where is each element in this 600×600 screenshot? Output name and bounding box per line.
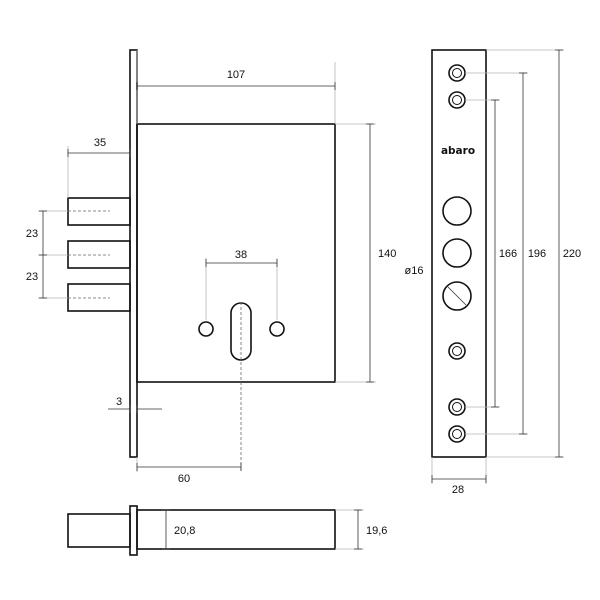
side-body — [136, 509, 336, 550]
label-body-width: 107 — [227, 69, 245, 81]
label-bolt-section: 20,8 — [174, 525, 195, 537]
dim-bolt-section: 20,8 — [162, 509, 195, 550]
faceplate-front — [431, 49, 487, 458]
dim-body-width: 107 — [136, 50, 336, 124]
label-body-height: 140 — [378, 248, 396, 260]
dim-body-height: 140 — [335, 123, 396, 383]
bolt-hole-middle — [442, 238, 472, 268]
label-faceplate-length: 220 — [563, 248, 581, 260]
dim-screw-spacing-inner: 166 — [491, 99, 517, 408]
label-screw-spacing-middle: 196 — [528, 248, 546, 260]
label-screw-spacing-inner: 166 — [499, 248, 517, 260]
screw-1 — [448, 64, 466, 82]
side-faceplate — [129, 505, 138, 556]
label-faceplate-width: 28 — [452, 484, 464, 496]
label-cylinder-spacing: 38 — [235, 249, 247, 261]
bolt-bottom — [67, 283, 131, 312]
cylinder-hole — [230, 302, 252, 361]
faceplate-extension-lines — [465, 49, 564, 458]
faceplate-side — [129, 49, 138, 458]
dim-body-depth: 19,6 — [335, 509, 387, 550]
dim-cylinder-spacing: 38 — [205, 249, 278, 320]
brand-logo: abaro — [441, 145, 475, 157]
label-bolt-spacing-top: 23 — [26, 228, 38, 240]
label-body-depth: 19,6 — [366, 525, 387, 537]
lock-body — [136, 123, 336, 383]
dim-bolt-projection: 35 — [67, 137, 131, 198]
label-bolt-spacing-bottom: 23 — [26, 271, 38, 283]
dim-faceplate-thickness: 3 — [108, 396, 162, 413]
screw-3 — [448, 342, 466, 360]
bolt-hole-bottom — [442, 281, 472, 311]
dim-faceplate-width: 28 — [431, 457, 487, 496]
screw-hole-right — [269, 321, 285, 337]
dim-backset: 60 — [136, 457, 242, 485]
bolt-hole-top — [442, 196, 472, 226]
front-view — [67, 49, 336, 470]
dim-faceplate-length: 220 — [555, 49, 581, 458]
screw-2 — [448, 91, 466, 109]
label-backset: 60 — [178, 473, 190, 485]
dim-bolt-spacing: 23 23 — [26, 210, 68, 299]
screw-4 — [448, 398, 466, 416]
side-bolt — [67, 513, 131, 548]
screw-hole-left — [198, 321, 214, 337]
side-view — [67, 505, 336, 556]
bolt-top — [67, 197, 131, 226]
label-hole-diameter: ø16 — [405, 265, 424, 277]
faceplate-view: abaro — [431, 49, 487, 458]
screw-5 — [448, 425, 466, 443]
bolt-middle — [67, 240, 131, 269]
label-faceplate-thickness: 3 — [116, 396, 122, 408]
label-bolt-projection: 35 — [94, 137, 106, 149]
dim-screw-spacing-middle: 196 — [519, 72, 546, 435]
